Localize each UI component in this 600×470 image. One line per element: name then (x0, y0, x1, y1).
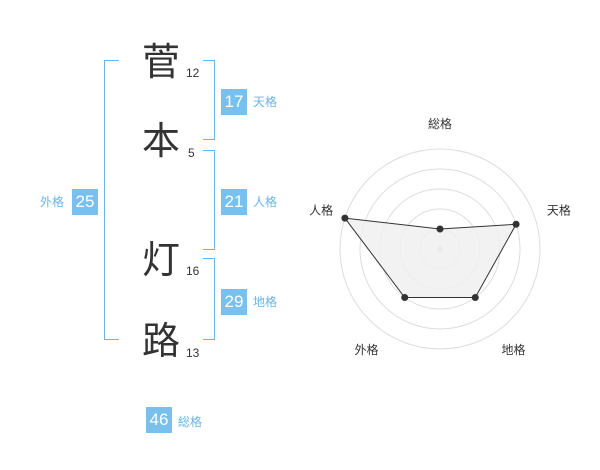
radar-grid-ring (339, 148, 541, 350)
tenkaku-bracket (203, 60, 215, 140)
radar-point-4 (401, 294, 409, 302)
jinkaku-value: 21 (221, 189, 247, 215)
gaikaku-bracket (104, 60, 119, 340)
jinkaku-bracket (203, 150, 215, 250)
chikaku-bracket (203, 258, 215, 340)
jinkaku-label: 人格 (253, 195, 278, 209)
radar-point-5 (341, 214, 349, 222)
stroke-count-3: 16 (186, 264, 200, 278)
name-char-4: 路 (141, 319, 180, 363)
name-char-2: 本 (141, 119, 180, 163)
name-char-3: 灯 (141, 238, 180, 282)
radar-grid-ring (359, 168, 521, 330)
radar-axis-label-1: 総格 (428, 116, 452, 131)
tenkaku-label: 天格 (253, 95, 278, 109)
soukaku-label: 総格 (178, 415, 203, 429)
radar-axis-label-4: 外格 (355, 342, 379, 357)
tenkaku-value: 17 (221, 89, 247, 115)
radar-series-polygon (343, 217, 517, 299)
chikaku-value: 29 (221, 289, 247, 315)
gaikaku-label: 外格 (40, 195, 65, 209)
radar-axis-label-5: 人格 (309, 202, 333, 217)
chikaku-label: 地格 (253, 295, 278, 309)
stroke-count-4: 13 (186, 346, 200, 360)
radar-point-3 (471, 294, 479, 302)
gaikaku-value: 25 (72, 189, 98, 215)
stroke-count-2: 5 (188, 146, 195, 160)
soukaku-value: 46 (146, 407, 172, 433)
radar-axis-label-2: 天格 (547, 202, 571, 217)
name-char-1: 菅 (141, 40, 180, 84)
radar-point-2 (512, 220, 520, 228)
stroke-count-1: 12 (186, 66, 200, 80)
radar-axis-label-3: 地格 (501, 342, 525, 357)
radar-point-1 (436, 225, 444, 233)
